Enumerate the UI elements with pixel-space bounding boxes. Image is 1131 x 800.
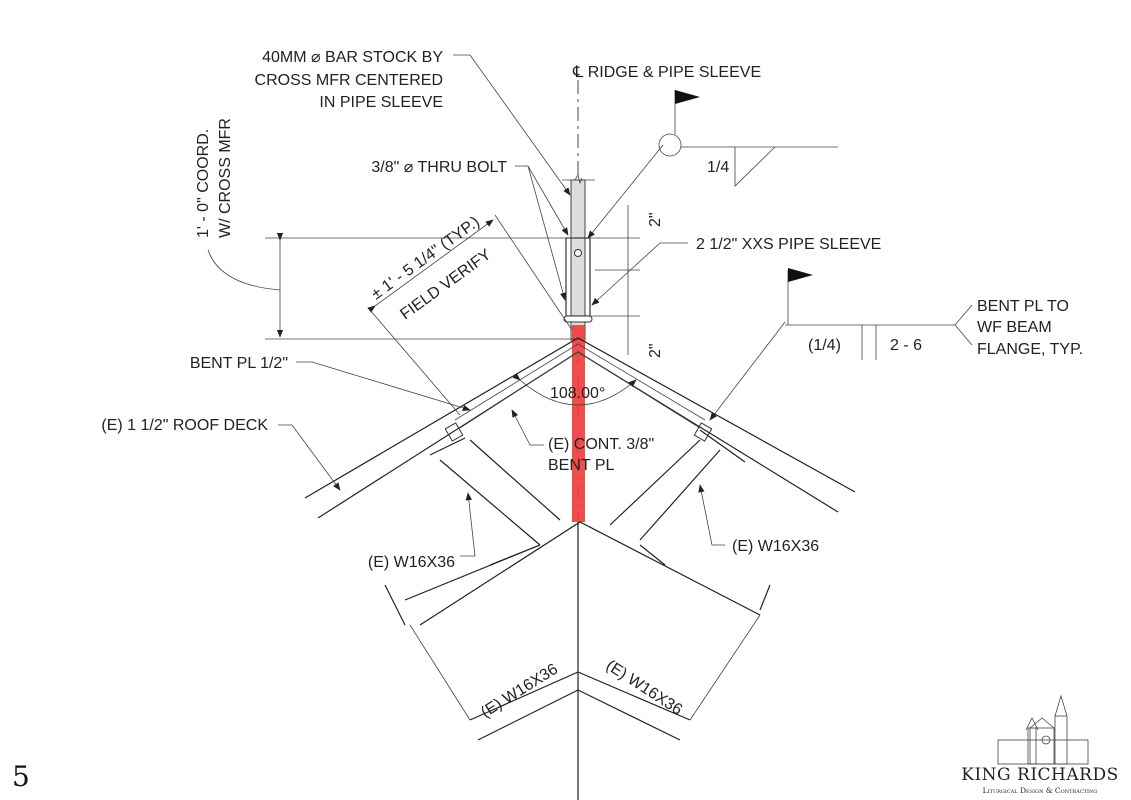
- logo-tagline: Liturgical Design & Contracting: [983, 786, 1098, 795]
- thru-bolt-hole: [574, 249, 582, 257]
- label-ridge: ℄ RIDGE & PIPE SLEEVE: [572, 64, 761, 81]
- weld-symbol-top: [658, 90, 838, 187]
- dimensions: [207, 205, 640, 416]
- label-coord-1: 1' - 0" COORD.: [195, 129, 212, 238]
- label-bent-pl: BENT PL 1/2": [190, 355, 288, 372]
- leaders: [278, 54, 786, 557]
- label-beam-right: (E) W16X36: [732, 538, 819, 555]
- logo-name: KING RICHARDS: [961, 765, 1118, 785]
- page-number: 5: [12, 760, 30, 793]
- label-bar-stock-3: IN PIPE SLEEVE: [319, 94, 443, 111]
- label-bar-stock-1: 40MM ⌀ BAR STOCK BY: [262, 49, 443, 66]
- label-bent-pl-to-1: BENT PL TO: [977, 298, 1069, 315]
- label-bent-pl-to-3: FLANGE, TYP.: [977, 341, 1083, 358]
- label-pipe-sleeve: 2 1/2" XXS PIPE SLEEVE: [696, 236, 881, 253]
- bar-stock: [562, 173, 595, 341]
- label-weld-top: 1/4: [707, 159, 729, 176]
- label-bar-stock-2: CROSS MFR CENTERED: [255, 72, 443, 89]
- label-cont-pl-2: BENT PL: [548, 457, 615, 474]
- weld-symbol-right: [785, 268, 973, 360]
- label-coord-2: W/ CROSS MFR: [217, 118, 234, 238]
- label-bent-pl-to-2: WF BEAM: [977, 319, 1052, 336]
- label-cont-pl-1: (E) CONT. 3/8": [548, 436, 654, 453]
- label-beam-left: (E) W16X36: [368, 554, 455, 571]
- label-weld-right-pitch: 2 - 6: [890, 337, 922, 354]
- label-roof-deck: (E) 1 1/2" ROOF DECK: [101, 417, 268, 434]
- label-angle: 108.00°: [550, 385, 605, 402]
- label-dim-2-top: 2": [647, 212, 664, 227]
- label-weld-right-size: (1/4): [808, 337, 841, 354]
- roof-structure: [304, 337, 856, 800]
- label-thru-bolt: 3/8" ⌀ THRU BOLT: [371, 159, 507, 176]
- king-richards-logo: KING RICHARDS Liturgical Design & Contra…: [961, 694, 1118, 795]
- label-dim-2-bottom: 2": [647, 343, 664, 358]
- label-beam-bottom-left: (E) W16X36: [478, 661, 561, 722]
- church-illustration: [997, 694, 1089, 765]
